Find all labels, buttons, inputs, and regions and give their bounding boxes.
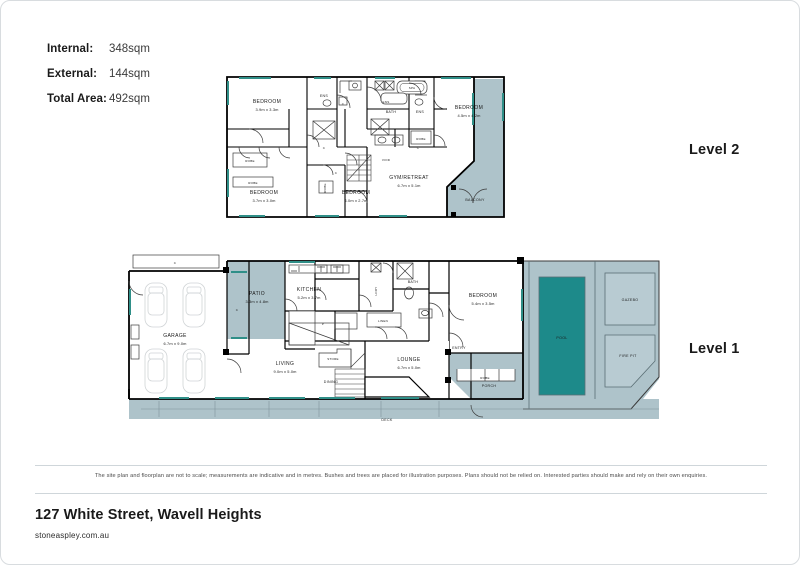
balcony-door-swing (458, 188, 488, 204)
property-address: 127 White Street, Wavell Heights (35, 507, 262, 523)
area-row-internal: Internal: 348sqm (47, 43, 150, 55)
level1-garage-dim: 6.7m x 9.0m (163, 341, 186, 346)
level2-robe1-label: ROBE (245, 159, 255, 163)
deck-boards (141, 401, 659, 417)
level2-bedroom4-name: BEDROOM (342, 190, 370, 196)
disclaimer-text: The site plan and floorplan are not to s… (94, 473, 708, 479)
spa-fixture (396, 80, 428, 95)
level1-bedroom-dim: 5.4m x 3.5m (471, 301, 494, 306)
level2-bedroom2-dim: 4.5m x 4.2m (457, 113, 480, 118)
level2-door-swings (238, 82, 447, 204)
level1-robe-label: ROBE (480, 376, 490, 380)
level2-robe4-label: ROBE (323, 183, 327, 193)
area-value-total: 492sqm (109, 93, 150, 105)
level2-glazing (227, 77, 504, 217)
level1-kitchen-name: KITCHEN (297, 287, 321, 293)
level2-bedroom1-name: BEDROOM (253, 99, 281, 105)
level1-dining-label: DINING (324, 380, 338, 384)
level1-porch-label: PORCH (482, 384, 497, 388)
level1-entry-label: ENTRY (452, 346, 466, 350)
level1-firepit-label: FIRE PIT (619, 354, 637, 358)
divider-top (35, 465, 767, 466)
entry-fill (429, 341, 449, 353)
area-row-external: External: 144sqm (47, 68, 150, 80)
level2-balcony-label: BALCONY (465, 198, 485, 202)
level1-pantry-label: P (322, 322, 324, 326)
level2-ens-right-label: ENS (416, 110, 425, 114)
level2-robe3-label: ROBE (416, 137, 426, 141)
level2-bedroom4-dim: 4.0m x 2.7m (344, 198, 367, 203)
level2-closet1-label: C (323, 146, 326, 150)
level2-gym-name: GYM/RETREAT (389, 175, 429, 181)
level1-ldry-label: LDRY (374, 287, 378, 296)
level2-gym-dim: 6.7m x 5.1m (397, 183, 420, 188)
area-label-internal: Internal: (47, 43, 94, 55)
balcony-fill (447, 79, 504, 217)
level2-bedroom3-dim: 3.7m x 3.0m (252, 198, 275, 203)
level2-bedroom1-dim: 3.9m x 3.3m (255, 107, 278, 112)
level2-ens-mid-label: ENS (383, 100, 390, 104)
level2-spa-label: SPA (409, 86, 416, 90)
area-label-total: Total Area: (47, 93, 107, 105)
level2-bedroom2-name: BEDROOM (455, 105, 483, 111)
level1-linen-label: LINEN (378, 319, 388, 323)
area-summary: Internal: 348sqm External: 144sqm Total … (47, 43, 150, 118)
level1-living-name: LIVING (276, 361, 295, 367)
level1-gazebo-label: GAZEBO (622, 298, 639, 302)
level2-closet4-label: C (335, 171, 338, 175)
garage-cars (144, 282, 206, 394)
level1-bedroom-name: BEDROOM (469, 293, 497, 299)
stairs-level2 (346, 154, 372, 182)
level1-patio-dim: 3.3m x 4.8m (245, 299, 268, 304)
gazebo-shape (604, 272, 656, 326)
level-1-caption: Level 1 (689, 341, 740, 357)
level-2-caption: Level 2 (689, 142, 740, 158)
area-label-external: External: (47, 68, 98, 80)
level1-living-dim: 9.0m x 5.0m (273, 369, 296, 374)
level1-pool-label: POOL (556, 336, 567, 340)
level1-garage-name: GARAGE (163, 333, 187, 339)
level2-closet3-label: C (417, 146, 420, 150)
level1-patio-name: PATIO (249, 291, 265, 297)
level2-ens-left-label: ENS (320, 94, 329, 98)
level2-geometry: BEDROOM 3.9m x 3.3m BEDROOM 4.5m x 4.2m … (226, 76, 505, 218)
level1-geometry: GARAGE 6.7m x 9.0m PATIO 3.3m x 4.8m KIT… (128, 254, 660, 422)
level2-void-label: VOID (382, 158, 391, 162)
car-2 (182, 282, 206, 328)
level1-door-swings (128, 262, 484, 418)
car-1 (144, 282, 168, 328)
pool-shape (538, 276, 586, 396)
area-row-total: Total Area: 492sqm (47, 93, 150, 105)
level1-bath-label: BATH (408, 280, 419, 284)
level1-joinery (130, 254, 516, 382)
level1-lounge-name: LOUNGE (397, 357, 421, 363)
firepit-shape (604, 334, 656, 388)
level2-bedroom3-name: BEDROOM (250, 190, 278, 196)
level1-closet-garage-label: C (236, 308, 239, 312)
level1-lounge-dim: 6.7m x 5.0m (397, 365, 420, 370)
level2-joinery (232, 80, 432, 194)
level1-store-label: STORE (327, 357, 339, 361)
agency-website[interactable]: stoneaspley.com.au (35, 531, 110, 540)
level1-glazing (129, 261, 523, 399)
balcony-door (451, 185, 456, 217)
patio-fill-top (227, 261, 285, 339)
level1-deck-label: DECK (381, 418, 392, 422)
car-3 (144, 348, 168, 394)
pier-markers (223, 257, 524, 383)
level1-kitchen-dim: 5.2m x 3.7m (297, 295, 320, 300)
level2-robe2-label: ROBE (248, 181, 258, 185)
car-4 (182, 348, 206, 394)
level2-bath-label: BATH (386, 110, 397, 114)
level-1-floorplan: GARAGE 6.7m x 9.0m PATIO 3.3m x 4.8m KIT… (119, 249, 679, 441)
level1-closet-top-label: C (174, 261, 177, 265)
area-value-internal: 348sqm (109, 43, 150, 55)
level-2-floorplan: BEDROOM 3.9m x 3.3m BEDROOM 4.5m x 4.2m … (219, 69, 529, 229)
area-value-external: 144sqm (109, 68, 150, 80)
divider-bottom (35, 493, 767, 494)
level2-closet2-label: C (342, 102, 345, 106)
entry-hall-shape (364, 376, 431, 398)
